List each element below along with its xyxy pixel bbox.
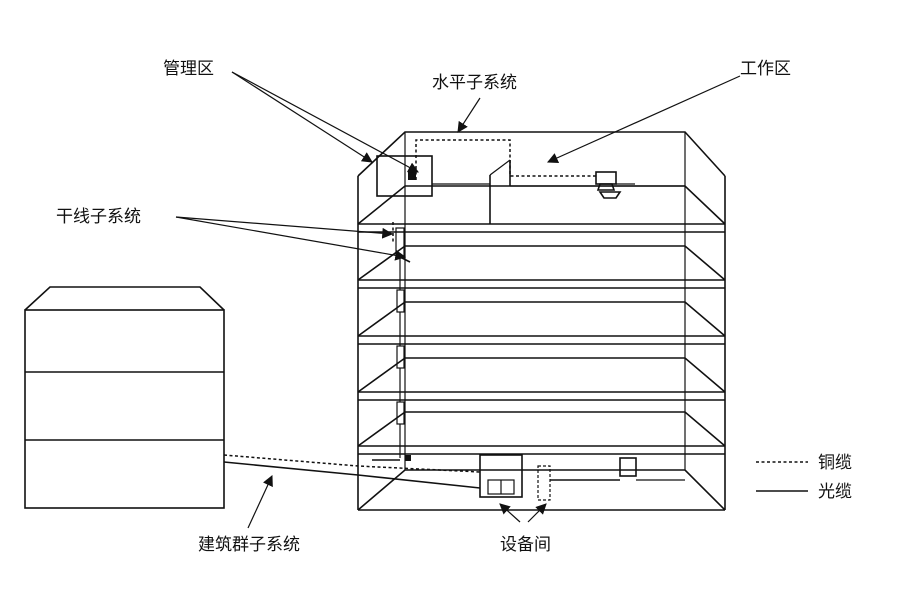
workstation-icon [595,171,635,199]
label-equipment-room: 设备间 [500,535,551,555]
campus-cabling [223,454,481,489]
horizontal-cabling [415,139,598,185]
equipment-room-racks [479,454,685,501]
label-campus-subsystem: 建筑群子系统 [198,535,300,555]
main-building [357,131,726,511]
legend: 铜缆 光缆 [756,453,852,502]
label-management-area: 管理区 [163,59,214,79]
label-work-area: 工作区 [740,59,791,79]
legend-copper-label: 铜缆 [818,453,852,473]
label-horizontal-subsystem: 水平子系统 [432,73,517,93]
legend-fiber-label: 光缆 [818,482,852,502]
management-closet [376,155,433,197]
small-building [24,286,225,509]
leader-lines [175,71,741,529]
label-backbone-subsystem: 干线子系统 [56,207,141,227]
